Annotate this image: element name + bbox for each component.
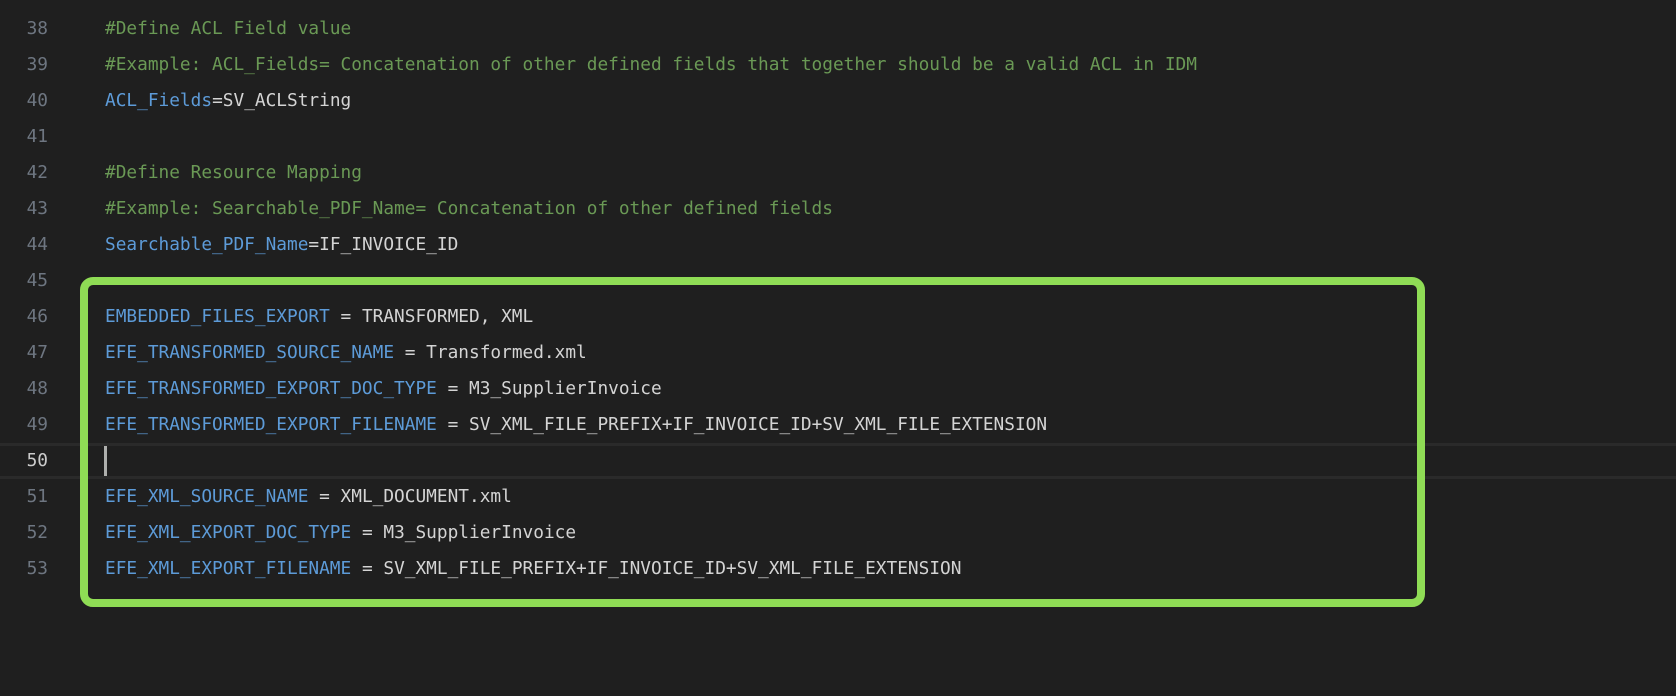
- code-content: ACL_Fields=SV_ACLString: [105, 83, 351, 119]
- property-value: XML_DOCUMENT.xml: [340, 486, 512, 507]
- code-content: EMBEDDED_FILES_EXPORT = TRANSFORMED, XML: [105, 299, 533, 335]
- code-line[interactable]: 40 ACL_Fields=SV_ACLString: [0, 83, 1676, 119]
- property-key: EFE_TRANSFORMED_EXPORT_FILENAME: [105, 414, 437, 435]
- code-line[interactable]: 45: [0, 263, 1676, 299]
- code-line[interactable]: 52 EFE_XML_EXPORT_DOC_TYPE = M3_SupplierI…: [0, 515, 1676, 551]
- code-content: #Define ACL Field value: [105, 11, 351, 47]
- code-line[interactable]: 37: [0, 0, 1676, 11]
- assignment-operator: =: [308, 486, 341, 507]
- property-value: Transformed.xml: [426, 342, 587, 363]
- code-content: Searchable_PDF_Name=IF_INVOICE_ID: [105, 227, 458, 263]
- code-line[interactable]: 47 EFE_TRANSFORMED_SOURCE_NAME = Transfor…: [0, 335, 1676, 371]
- assignment-operator: =: [394, 342, 427, 363]
- line-number: 39: [26, 54, 48, 75]
- assignment-operator: =: [212, 90, 223, 111]
- line-number: 52: [26, 522, 48, 543]
- code-content: EFE_TRANSFORMED_EXPORT_FILENAME = SV_XML…: [105, 407, 1047, 443]
- code-line[interactable]: 48 EFE_TRANSFORMED_EXPORT_DOC_TYPE = M3_S…: [0, 371, 1676, 407]
- code-line[interactable]: 49 EFE_TRANSFORMED_EXPORT_FILENAME = SV_X…: [0, 407, 1676, 443]
- code-line[interactable]: 41: [0, 119, 1676, 155]
- property-key: EFE_TRANSFORMED_EXPORT_DOC_TYPE: [105, 378, 437, 399]
- code-line[interactable]: 44 Searchable_PDF_Name=IF_INVOICE_ID: [0, 227, 1676, 263]
- line-number: 43: [26, 198, 48, 219]
- assignment-operator: =: [351, 522, 384, 543]
- assignment-operator: =: [308, 234, 320, 255]
- assignment-operator: =: [329, 306, 362, 327]
- comment-text: #Define Resource Mapping: [105, 162, 362, 183]
- code-content: EFE_TRANSFORMED_SOURCE_NAME = Transforme…: [105, 335, 587, 371]
- code-content: EFE_XML_EXPORT_FILENAME = SV_XML_FILE_PR…: [105, 551, 961, 587]
- code-line[interactable]: 46 EMBEDDED_FILES_EXPORT = TRANSFORMED, X…: [0, 299, 1676, 335]
- line-number: 47: [26, 342, 48, 363]
- line-number: 48: [26, 378, 48, 399]
- property-key: EFE_XML_SOURCE_NAME: [105, 486, 309, 507]
- property-value: SV_XML_FILE_PREFIX+IF_INVOICE_ID+SV_XML_…: [469, 414, 1048, 435]
- line-number: 49: [26, 414, 48, 435]
- code-line[interactable]: 43 #Example: Searchable_PDF_Name= Concate…: [0, 191, 1676, 227]
- code-line[interactable]: 50: [0, 443, 1676, 479]
- code-line[interactable]: 42 #Define Resource Mapping: [0, 155, 1676, 191]
- line-number: 37: [0, 0, 48, 11]
- code-content: #Example: ACL_Fields= Concatenation of o…: [105, 47, 1197, 83]
- code-line[interactable]: 51 EFE_XML_SOURCE_NAME = XML_DOCUMENT.xml: [0, 479, 1676, 515]
- property-value: M3_SupplierInvoice: [383, 522, 577, 543]
- line-number: 45: [26, 270, 48, 291]
- text-cursor: [104, 446, 107, 476]
- assignment-operator: =: [436, 378, 469, 399]
- line-number: 42: [26, 162, 48, 183]
- line-number: 53: [26, 558, 48, 579]
- property-value: M3_SupplierInvoice: [469, 378, 662, 399]
- code-content: #Define Resource Mapping: [105, 155, 362, 191]
- property-key: ACL_Fields: [105, 90, 213, 111]
- code-editor[interactable]: 37 38 #Define ACL Field value 39 #Example: A…: [0, 0, 1676, 587]
- property-key: EMBEDDED_FILES_EXPORT: [105, 306, 330, 327]
- line-number: 46: [26, 306, 48, 327]
- line-number: 41: [26, 126, 48, 147]
- property-value: SV_XML_FILE_PREFIX+IF_INVOICE_ID+SV_XML_…: [383, 558, 962, 579]
- property-key: EFE_TRANSFORMED_SOURCE_NAME: [105, 342, 395, 363]
- assignment-operator: =: [436, 414, 469, 435]
- code-content: #Example: Searchable_PDF_Name= Concatena…: [105, 191, 833, 227]
- comment-text: #Example: ACL_Fields= Concatenation of o…: [105, 54, 1197, 75]
- line-number: 44: [26, 234, 48, 255]
- code-content: EFE_XML_SOURCE_NAME = XML_DOCUMENT.xml: [105, 479, 512, 515]
- assignment-operator: =: [351, 558, 384, 579]
- property-key: EFE_XML_EXPORT_DOC_TYPE: [105, 522, 352, 543]
- code-content: EFE_XML_EXPORT_DOC_TYPE = M3_SupplierInv…: [105, 515, 576, 551]
- line-number: 50: [26, 450, 48, 471]
- line-number: 40: [26, 90, 48, 111]
- property-key: EFE_XML_EXPORT_FILENAME: [105, 558, 352, 579]
- line-number: 51: [26, 486, 48, 507]
- line-number: 38: [26, 18, 48, 39]
- comment-text: #Example: Searchable_PDF_Name= Concatena…: [105, 198, 833, 219]
- property-value: TRANSFORMED, XML: [361, 306, 534, 327]
- comment-text: #Define ACL Field value: [105, 18, 352, 39]
- property-value: SV_ACLString: [222, 90, 352, 111]
- code-line[interactable]: 38 #Define ACL Field value: [0, 11, 1676, 47]
- property-key: Searchable_PDF_Name: [105, 234, 309, 255]
- property-value: IF_INVOICE_ID: [319, 234, 459, 255]
- code-content: EFE_TRANSFORMED_EXPORT_DOC_TYPE = M3_Sup…: [105, 371, 662, 407]
- code-line[interactable]: 39 #Example: ACL_Fields= Concatenation of…: [0, 47, 1676, 83]
- code-line[interactable]: 53 EFE_XML_EXPORT_FILENAME = SV_XML_FILE_…: [0, 551, 1676, 587]
